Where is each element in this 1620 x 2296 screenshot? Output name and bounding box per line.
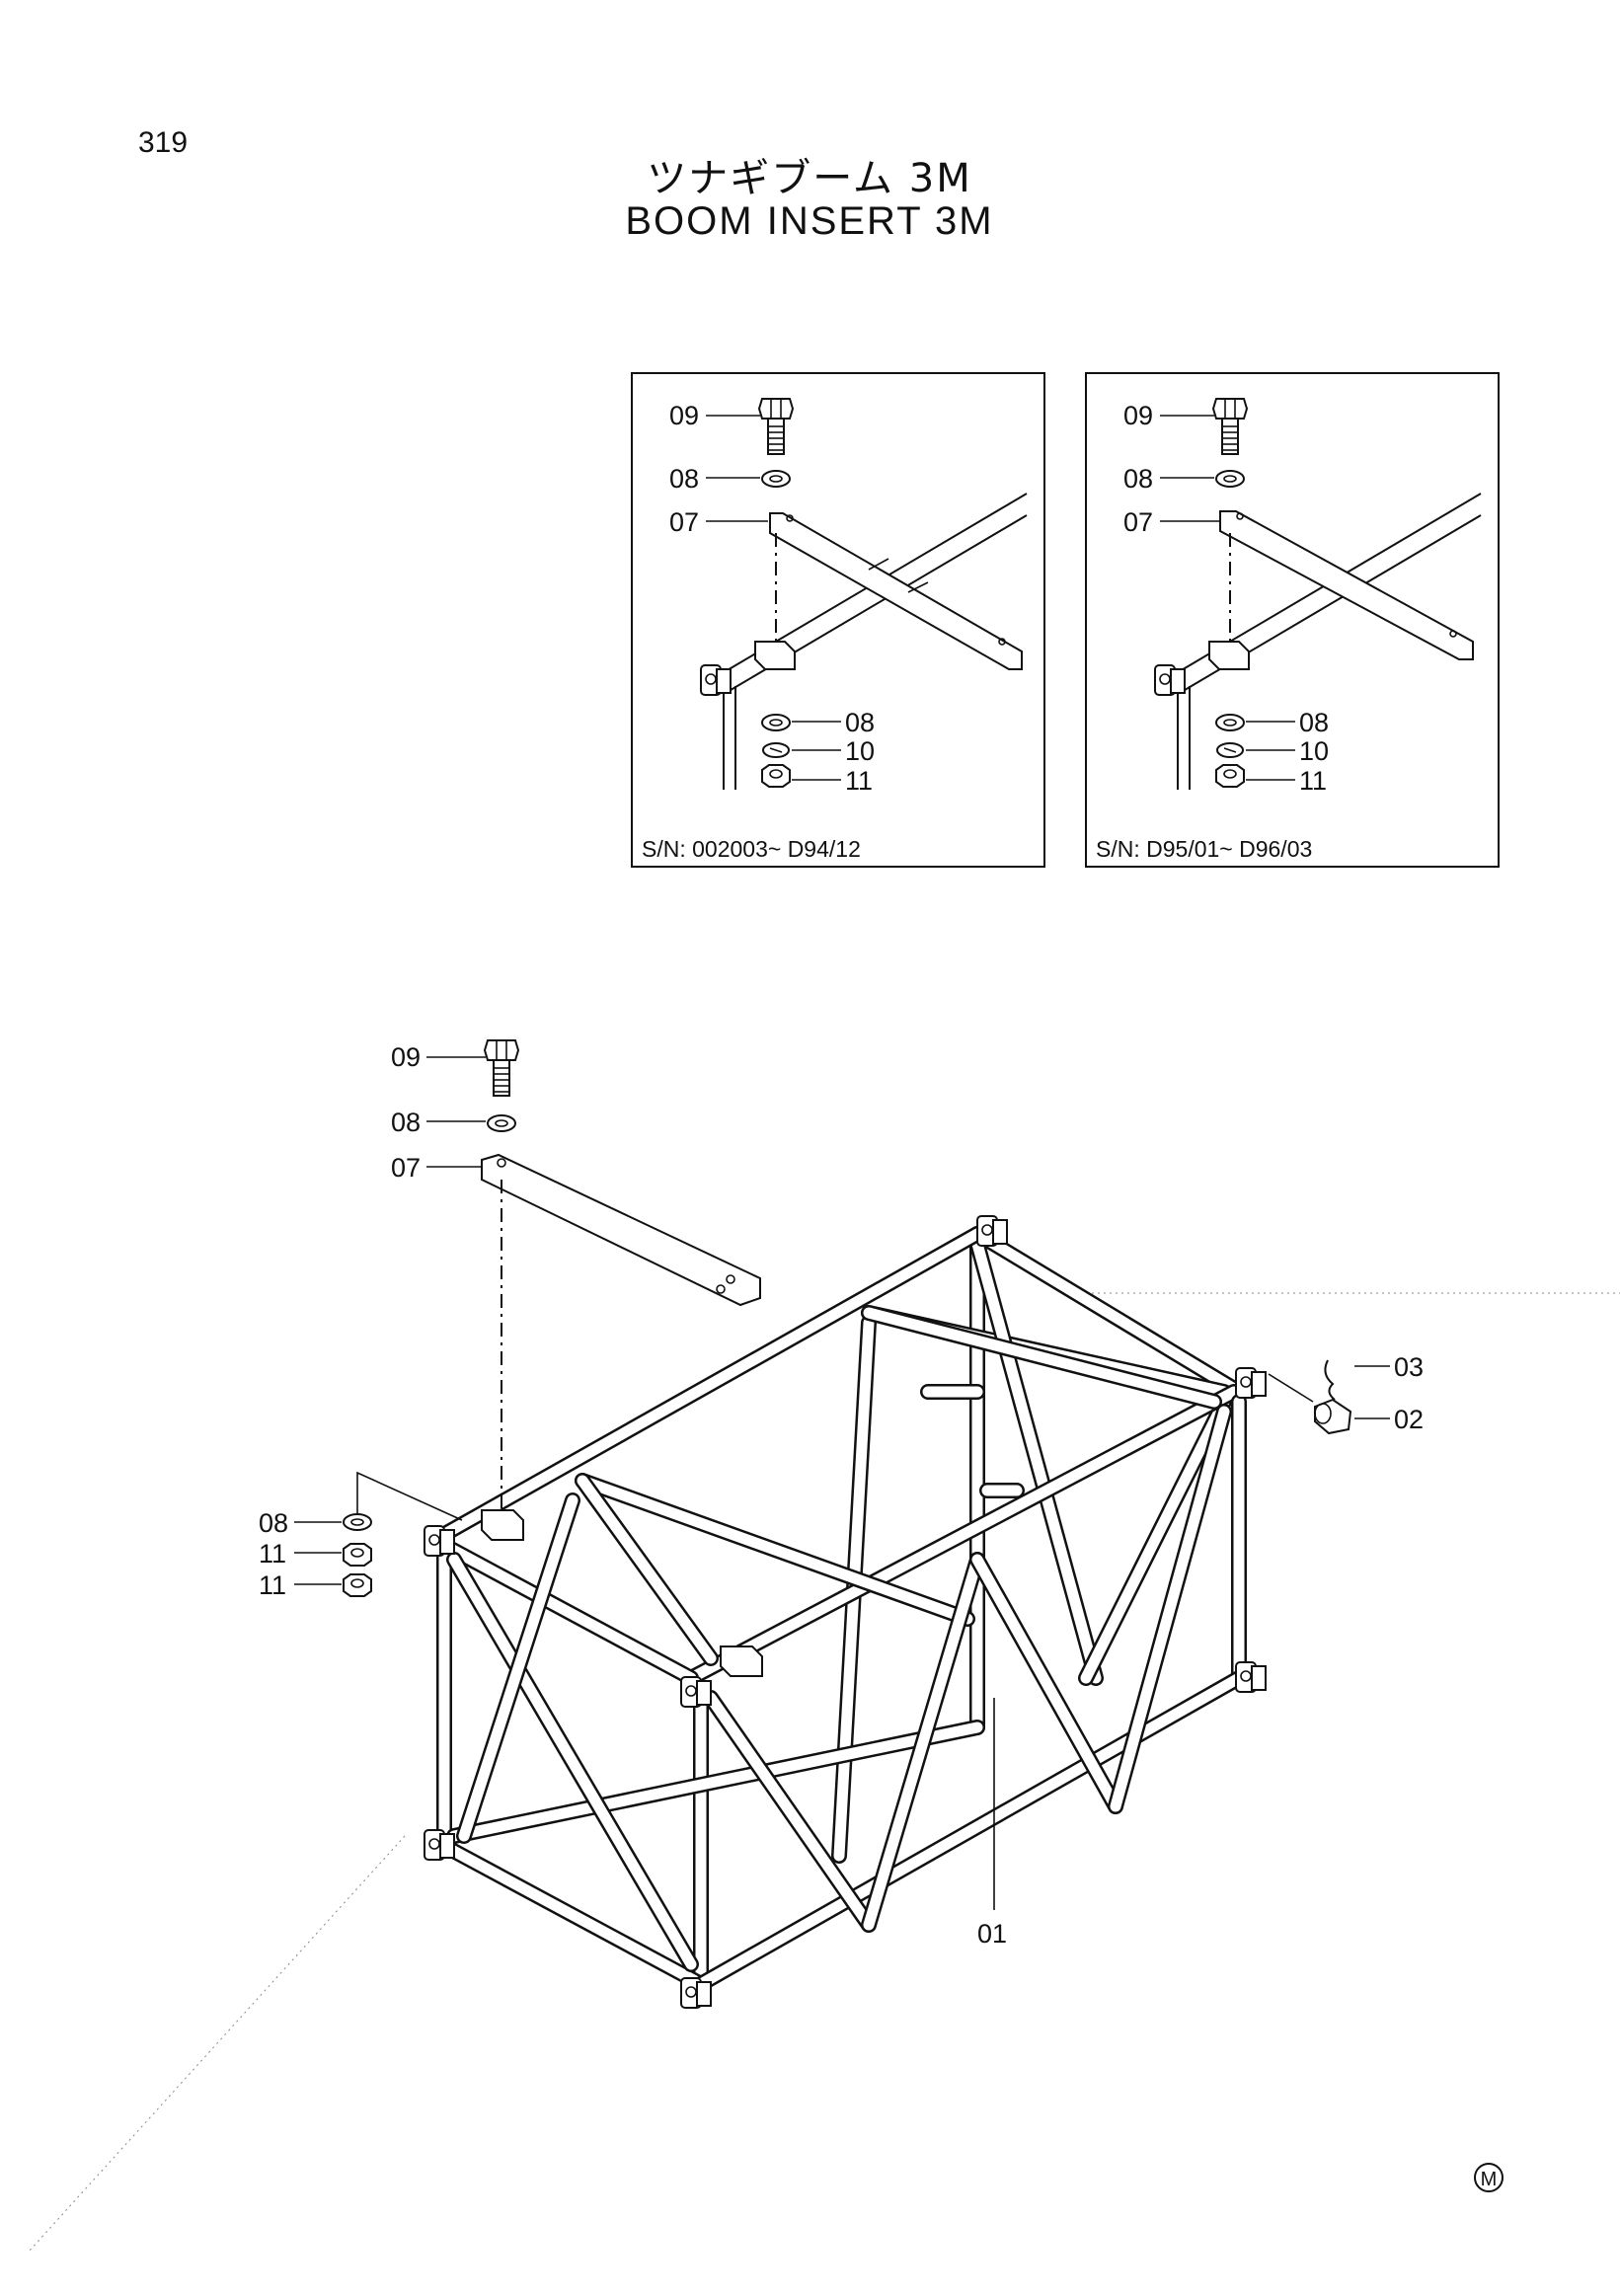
inset-right-label-10: 10 [1299,736,1329,766]
page-title-japanese: ツナギブーム 3M [647,156,972,201]
mark-letter: M [1481,2169,1498,2190]
inset-right-frame [1085,372,1500,868]
inset-left-frame [631,372,1045,868]
circled-mark: M [1474,2163,1504,2192]
inset-left-label-08-top: 08 [669,464,699,494]
inset-right: 09 08 07 08 10 11 S/N: D95/01~ D96/03 [1085,372,1500,868]
page-number: 319 [138,126,189,159]
inset-right-label-08-top: 08 [1123,464,1153,494]
boom-insert-frame [29,1215,1620,2252]
inset-left-label-08-bottom: 08 [845,708,875,737]
inset-left-label-10: 10 [845,736,875,766]
brace-assembly [343,1039,1352,1597]
label-08-left: 08 [259,1508,288,1538]
inset-right-label-09: 09 [1123,401,1153,430]
inset-left-label-09: 09 [669,401,699,430]
label-11-a: 11 [259,1539,286,1569]
label-03: 03 [1394,1352,1424,1382]
label-07: 07 [391,1153,421,1183]
label-02: 02 [1394,1405,1424,1434]
inset-right-label-11: 11 [1299,766,1327,796]
label-11-b: 11 [259,1570,286,1600]
inset-left-label-07: 07 [669,507,699,537]
inset-right-serial: S/N: D95/01~ D96/03 [1096,836,1312,862]
inset-left: 09 08 07 08 10 11 S/N: 002003~ D94/12 [631,372,1045,868]
inset-left-serial: S/N: 002003~ D94/12 [642,836,861,862]
page-title-english: BOOM INSERT 3M [625,199,994,243]
main-callouts: 09 08 07 03 02 08 11 11 01 [259,1042,1424,1949]
inset-right-label-08-bottom: 08 [1299,708,1329,737]
inset-right-label-07: 07 [1123,507,1153,537]
label-09: 09 [391,1042,421,1072]
label-08-top: 08 [391,1108,421,1137]
label-01: 01 [977,1919,1007,1949]
inset-left-label-11: 11 [845,766,873,796]
